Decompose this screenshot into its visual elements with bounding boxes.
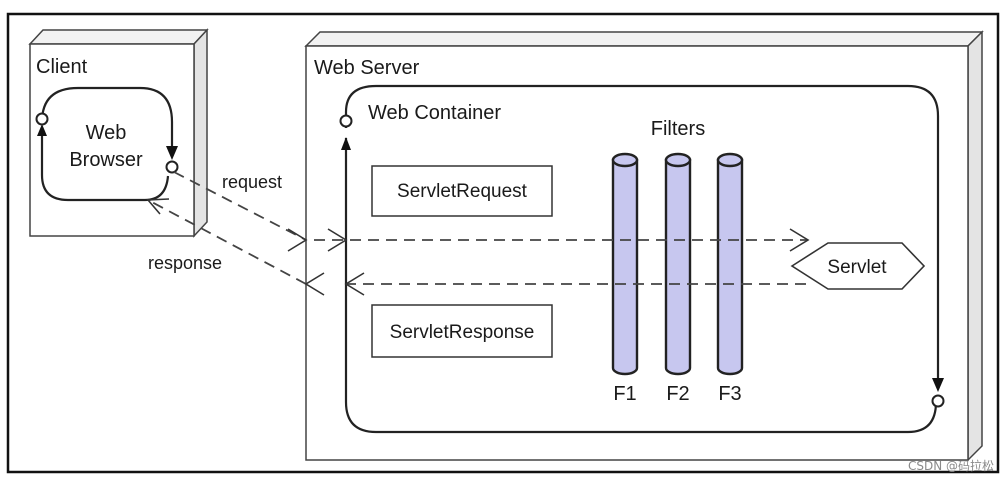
watermark-text: CSDN @码拉松	[908, 458, 994, 473]
browser-start-node	[35, 112, 49, 126]
filter-body	[716, 158, 744, 376]
web-container-loop	[344, 84, 940, 434]
response-arrowheads	[146, 198, 365, 296]
browser-end-node	[165, 160, 179, 174]
filter-cylinder-f3: F3	[716, 152, 744, 405]
filter-body	[611, 158, 639, 376]
filters-title: Filters	[651, 118, 705, 140]
filter-top-cap	[716, 152, 744, 168]
browser-loop-arrowhead	[37, 124, 47, 136]
request-flow	[173, 171, 808, 241]
container-end-node	[931, 394, 945, 408]
filters-group: F1 F2 F3	[611, 152, 744, 405]
servlet-request-box	[371, 165, 553, 217]
filter-label: F2	[666, 383, 689, 405]
web-server-title: Web Server	[314, 57, 420, 79]
client-node	[28, 28, 209, 238]
servlet-response-box	[371, 304, 553, 358]
request-label: request	[222, 172, 282, 192]
browser-loop-arrowhead	[166, 146, 178, 160]
request-arrowheads	[287, 228, 810, 252]
servlet-response-label: ServletResponse	[390, 322, 535, 343]
browser-label-line2: Browser	[69, 149, 143, 171]
browser-loop	[40, 86, 174, 202]
response-flow	[147, 199, 806, 285]
filter-body	[664, 158, 692, 376]
response-label: response	[148, 253, 222, 273]
filter-top-cap	[664, 152, 692, 168]
filter-top-cap	[611, 152, 639, 168]
container-loop-arrowhead	[932, 378, 944, 392]
servlet-request-label: ServletRequest	[397, 181, 528, 202]
filter-cylinder-f2: F2	[664, 152, 692, 405]
filter-label: F3	[718, 383, 741, 405]
client-title: Client	[36, 56, 88, 78]
container-start-node	[339, 114, 353, 128]
filter-cylinder-f1: F1	[611, 152, 639, 405]
browser-label-line1: Web	[86, 122, 127, 144]
container-loop-arrowhead	[341, 137, 351, 150]
filter-label: F1	[613, 383, 636, 405]
servlet-label: Servlet	[827, 257, 887, 278]
servlet-shape	[790, 242, 926, 290]
web-container-title: Web Container	[368, 102, 501, 124]
